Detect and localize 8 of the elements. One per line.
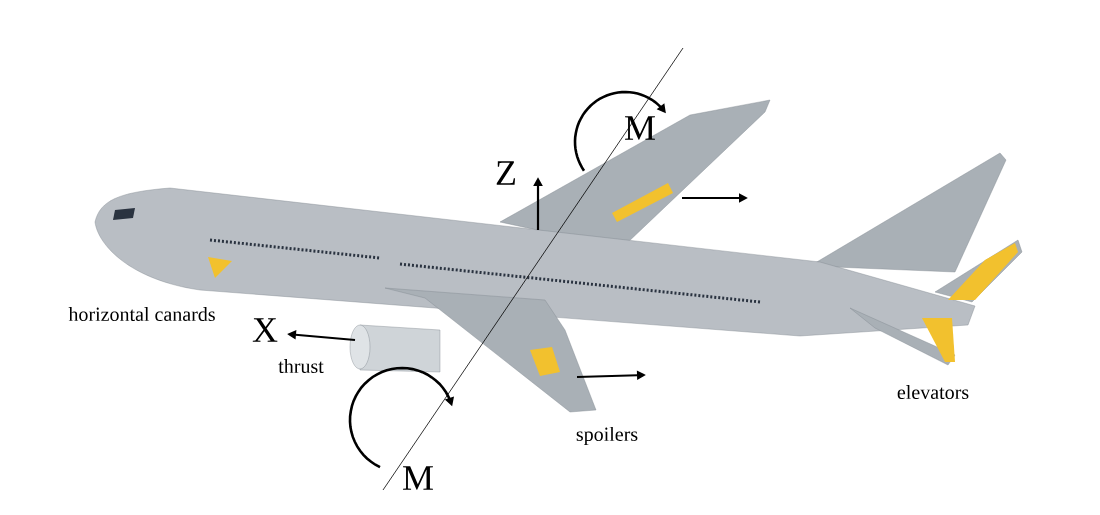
axis-label: Z — [496, 161, 515, 185]
part-label: thrust — [278, 358, 324, 374]
part-label: spoilers — [576, 426, 638, 446]
axis-label: M — [403, 466, 433, 490]
part-label: horizontal canards — [68, 306, 215, 322]
axis-label: X — [252, 318, 278, 342]
axis-label: M — [625, 116, 655, 140]
part-label: elevators — [897, 384, 969, 400]
